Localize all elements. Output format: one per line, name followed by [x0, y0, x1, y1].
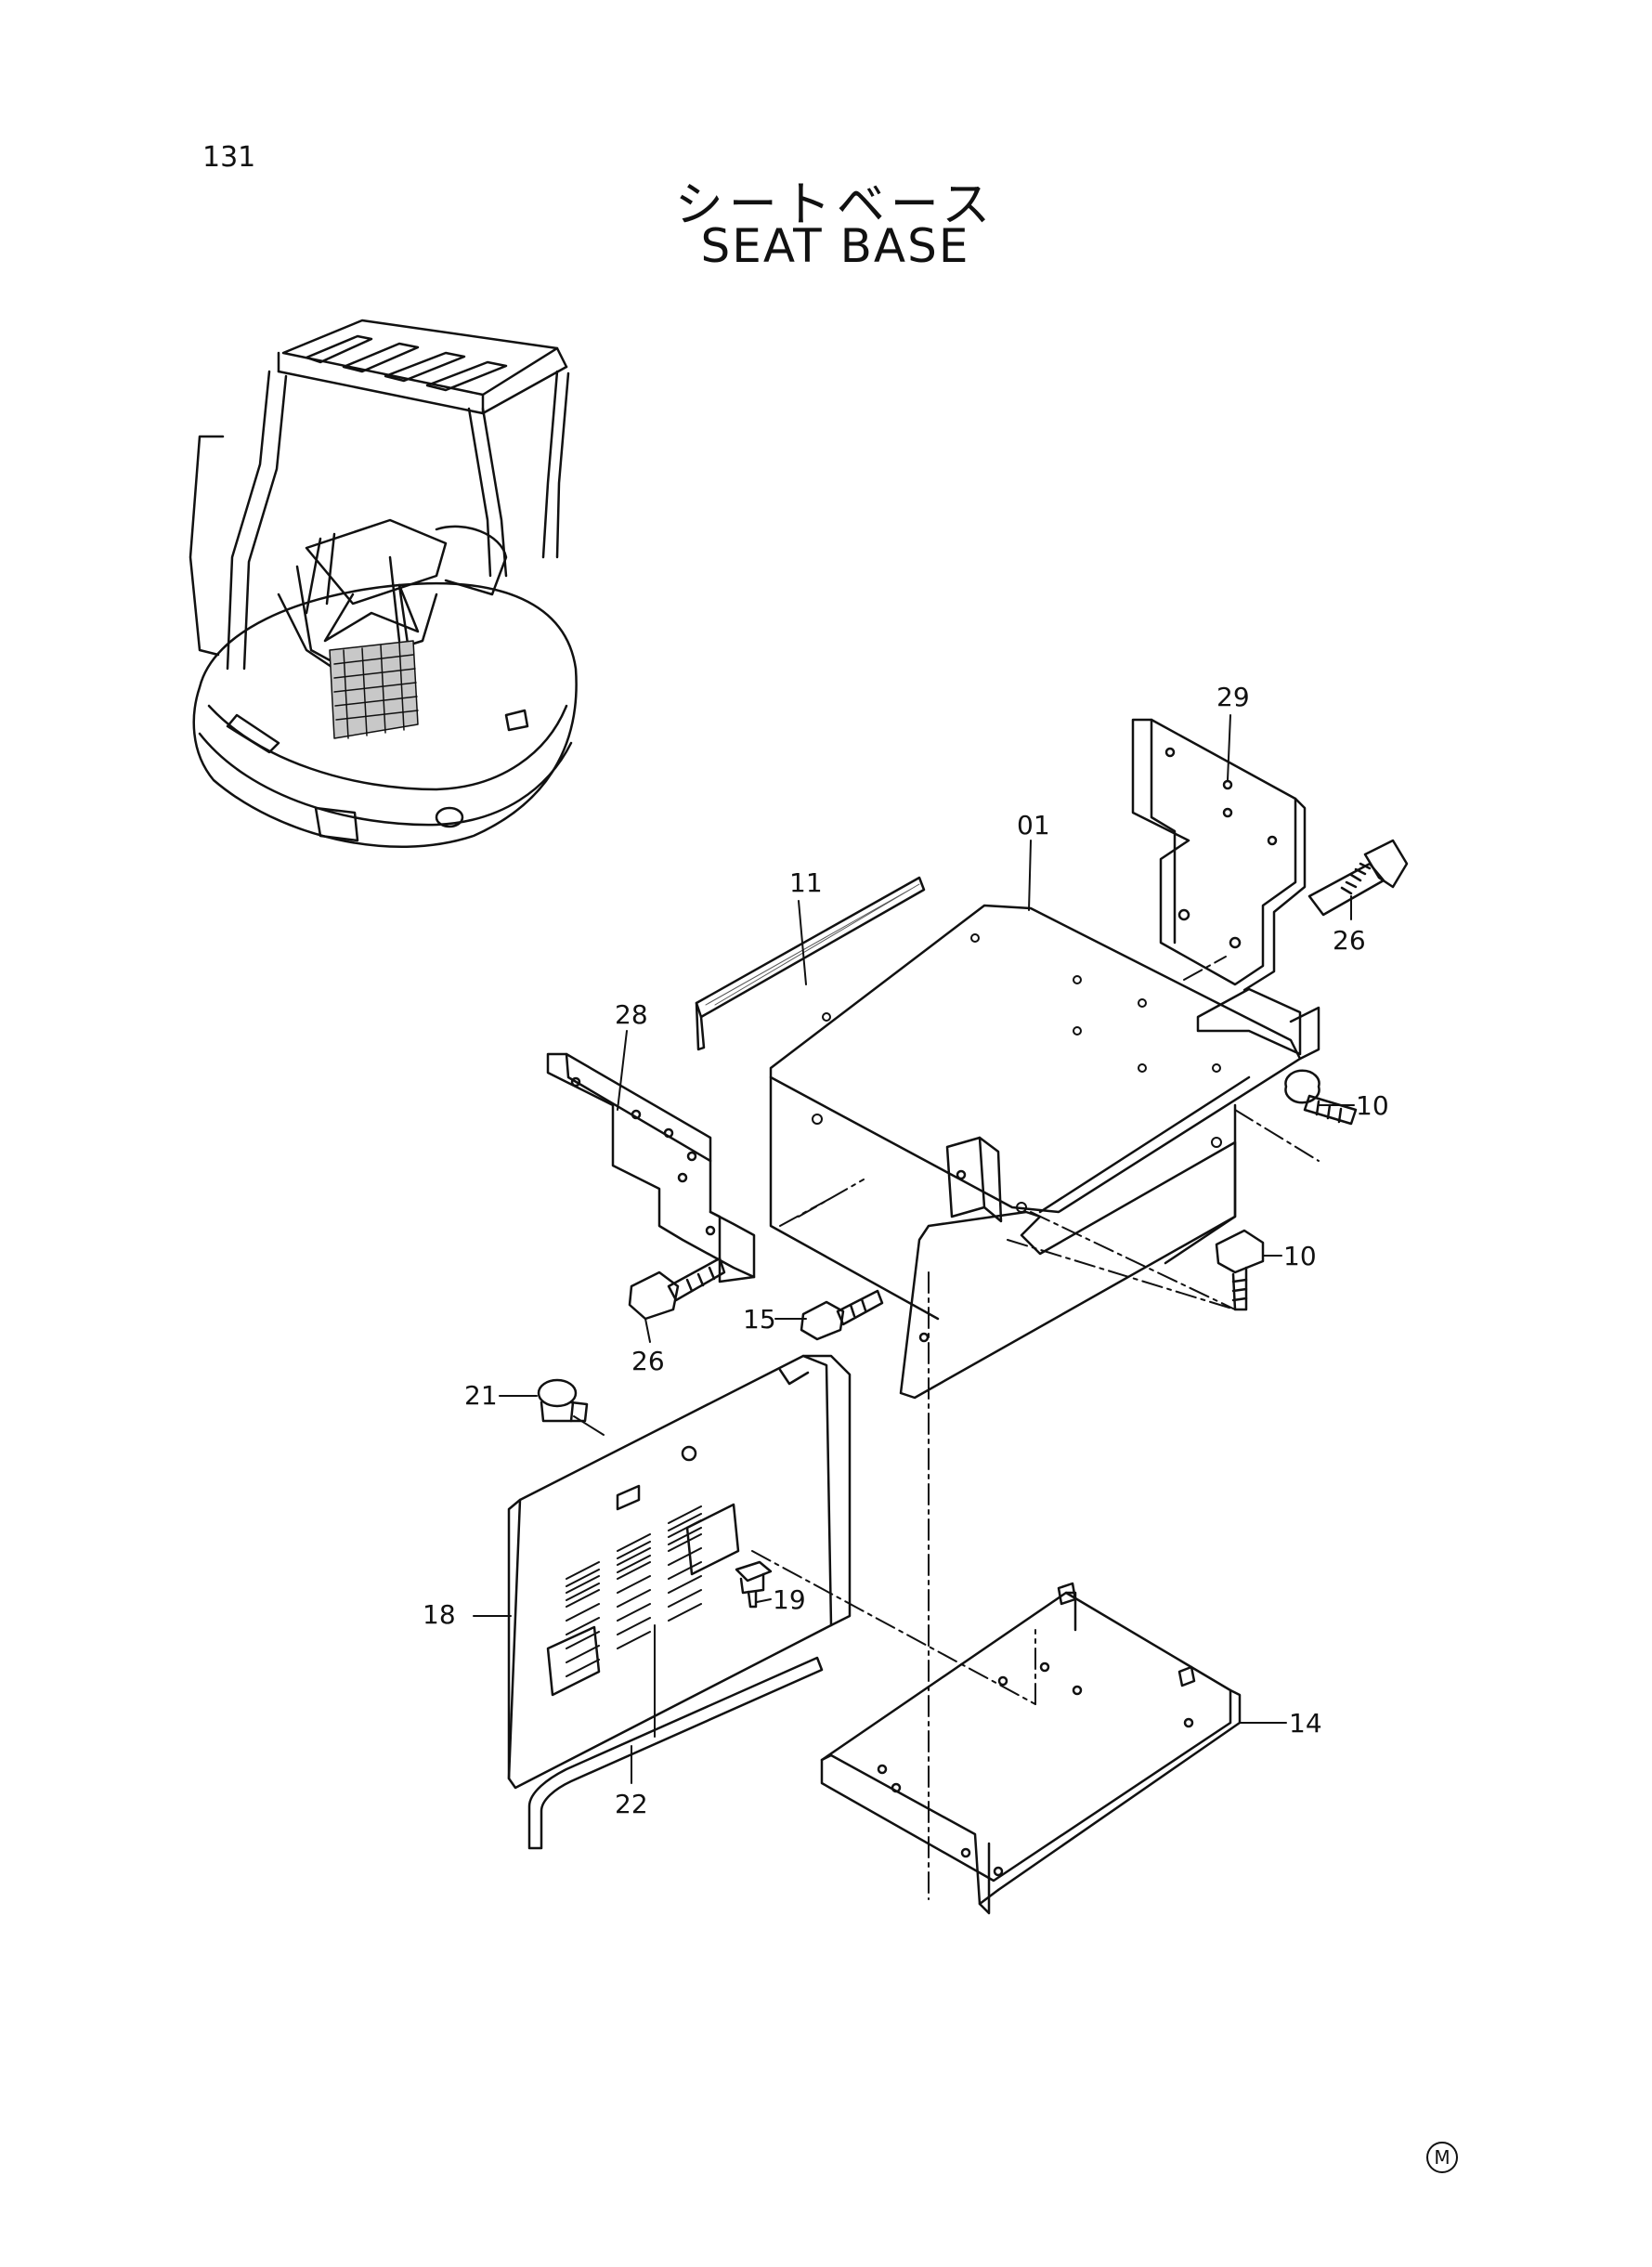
callout-10-upper: 10 — [1356, 1090, 1389, 1121]
part-15-bolt — [800, 1289, 884, 1341]
callout-26-right: 26 — [1333, 925, 1366, 956]
part-14-base-tray — [820, 1582, 1242, 1915]
page-number: 131 — [202, 141, 256, 174]
part-22-seal-strip — [527, 1656, 824, 1850]
part-29-bracket — [1131, 718, 1307, 992]
callout-29: 29 — [1216, 682, 1250, 712]
cover-louvers — [566, 1505, 702, 1677]
callout-19: 19 — [773, 1584, 806, 1615]
part-19-screw — [735, 1560, 773, 1609]
callout-11: 11 — [789, 867, 823, 898]
part-01-seat-base — [769, 904, 1320, 1400]
excavator-overview-illustration — [189, 319, 578, 849]
callout-15: 15 — [743, 1304, 776, 1335]
part-10-bolt-lower — [1215, 1229, 1265, 1311]
page-title-english: SEAT BASE — [700, 219, 970, 273]
part-10-bolt-upper — [1284, 1069, 1358, 1126]
assembly-lines — [751, 956, 1320, 1900]
leader-lines — [473, 714, 1355, 1784]
part-28-bracket — [546, 1052, 756, 1283]
callout-21: 21 — [464, 1380, 498, 1411]
part-18-cover — [507, 1354, 852, 1790]
callouts: 01 29 11 26 28 10 10 26 15 21 18 19 22 1… — [423, 682, 1389, 1819]
callout-01: 01 — [1017, 810, 1050, 840]
trademark-m-symbol: M — [1426, 2142, 1458, 2173]
callout-26-left: 26 — [631, 1346, 665, 1376]
part-21-knob — [537, 1378, 589, 1423]
callout-18: 18 — [423, 1599, 456, 1630]
callout-22: 22 — [615, 1789, 648, 1819]
page-title-japanese: シートベース — [674, 177, 996, 233]
part-11-seal-strip — [695, 876, 926, 1051]
callout-10-lower: 10 — [1283, 1241, 1317, 1271]
callout-28: 28 — [615, 999, 648, 1030]
part-26-bolt-right — [1307, 839, 1409, 917]
callout-14: 14 — [1289, 1708, 1322, 1739]
part-26-bolt-left — [628, 1257, 726, 1321]
